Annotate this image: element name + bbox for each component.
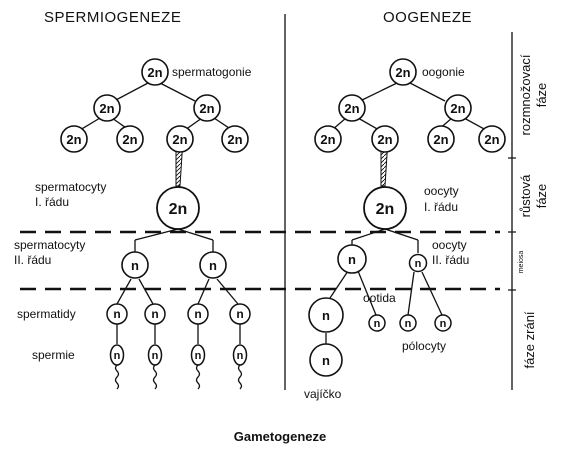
svg-text:2n: 2n <box>66 132 81 147</box>
oo-tree-lines <box>325 82 487 344</box>
svg-text:2n: 2n <box>376 201 395 218</box>
svg-text:n: n <box>131 258 139 273</box>
spermatid-node: n <box>229 303 251 325</box>
ootid-label: ootida <box>363 291 396 305</box>
svg-text:rozmnožovací: rozmnožovací <box>518 54 533 135</box>
svg-text:n: n <box>152 350 159 362</box>
spermatogonium-node: 2n <box>116 125 144 153</box>
svg-text:2n: 2n <box>172 132 187 147</box>
secondary-oocyte-node: n <box>337 244 367 274</box>
svg-text:2n: 2n <box>99 101 114 116</box>
svg-text:2n: 2n <box>199 101 214 116</box>
primary-oocytes-label: oocyty <box>424 184 459 198</box>
spermatogonium-node: 2n <box>221 125 249 153</box>
svg-text:n: n <box>151 307 158 321</box>
oogonium-node: 2n <box>478 125 506 153</box>
svg-text:n: n <box>114 350 121 362</box>
spermiogenesis-header: SPERMIOGENEZE <box>44 9 181 26</box>
svg-text:n: n <box>322 308 330 323</box>
oogonia-label: oogonie <box>422 65 465 79</box>
oogonium-node: 2n <box>314 125 342 153</box>
spermatozoon: n <box>232 344 248 390</box>
primary-spermatocytes-label: spermatocyty <box>35 180 106 194</box>
svg-text:2n: 2n <box>227 132 242 147</box>
growth-phase-label: růstová fáze <box>518 174 549 217</box>
spermatid-node: n <box>187 303 209 325</box>
multiplication-phase-label: rozmnožovací fáze <box>518 54 549 135</box>
svg-text:2n: 2n <box>320 132 335 147</box>
oogenesis-header: OOGENEZE <box>383 9 472 26</box>
svg-text:n: n <box>195 350 202 362</box>
polar-body-node: n <box>368 314 386 332</box>
svg-text:fáze zrání: fáze zrání <box>522 311 537 368</box>
oogonium-node: 2n <box>389 58 417 86</box>
svg-text:n: n <box>374 318 381 330</box>
svg-text:2n: 2n <box>450 101 465 116</box>
svg-text:2n: 2n <box>122 132 137 147</box>
primary-oocyte-node: 2n <box>363 186 407 230</box>
polar-body-node: n <box>399 314 417 332</box>
spermatogonium-node: 2n <box>60 125 88 153</box>
figure-caption: Gametogeneze <box>234 429 326 444</box>
secondary-spermatocytes-order: II. řádu <box>14 253 51 267</box>
polar-bodies-label: pólocyty <box>402 339 446 353</box>
egg-cell-node: n <box>309 343 343 377</box>
spermatogonium-node: 2n <box>93 94 121 122</box>
oogonium-node: 2n <box>371 125 399 153</box>
svg-text:n: n <box>236 307 243 321</box>
secondary-oocytes-order: II. řádu <box>432 253 469 267</box>
svg-text:n: n <box>405 318 412 330</box>
svg-text:meiosa: meiosa <box>518 251 525 274</box>
primary-spermatocytes-order: I. řádu <box>35 195 69 209</box>
spermatid-node: n <box>106 303 128 325</box>
svg-text:2n: 2n <box>147 65 162 80</box>
svg-text:n: n <box>322 353 330 368</box>
oogonium-node: 2n <box>338 94 366 122</box>
egg-cell-label: vajíčko <box>304 387 342 401</box>
spermatozoa-label: spermie <box>32 348 75 362</box>
svg-text:2n: 2n <box>484 132 499 147</box>
svg-text:n: n <box>237 350 244 362</box>
spermatogonium-node: 2n <box>141 58 169 86</box>
svg-text:2n: 2n <box>395 65 410 80</box>
svg-text:2n: 2n <box>377 132 392 147</box>
meiosis-label: meiosa <box>518 251 525 274</box>
secondary-spermatocytes-label: spermatocyty <box>14 238 85 252</box>
spermatogonia-label: spermatogonie <box>172 65 252 79</box>
sperm-tree-lines <box>79 82 241 344</box>
spermatids-label: spermatidy <box>17 307 76 321</box>
spermatozoon: n <box>109 344 125 390</box>
svg-text:n: n <box>415 258 422 270</box>
svg-text:n: n <box>209 258 217 273</box>
spermatozoon: n <box>190 344 206 390</box>
secondary-spermatocyte-node: n <box>199 251 227 279</box>
spermatozoon: n <box>147 344 163 390</box>
polar-body-node: n <box>408 253 428 273</box>
svg-text:fáze: fáze <box>534 184 549 209</box>
secondary-oocytes-label: oocyty <box>432 238 467 252</box>
svg-text:n: n <box>194 307 201 321</box>
svg-text:n: n <box>440 318 447 330</box>
polar-body-node: n <box>434 314 452 332</box>
svg-text:fáze: fáze <box>534 83 549 108</box>
svg-text:n: n <box>113 307 120 321</box>
svg-text:n: n <box>348 252 356 267</box>
svg-text:2n: 2n <box>344 101 359 116</box>
svg-text:2n: 2n <box>433 132 448 147</box>
oogonium-node: 2n <box>444 94 472 122</box>
oogonium-node: 2n <box>427 125 455 153</box>
primary-oocytes-order: I. řádu <box>424 200 458 214</box>
primary-spermatocyte-node: 2n <box>156 186 200 230</box>
spermatogonium-node: 2n <box>166 125 194 153</box>
svg-text:růstová: růstová <box>518 174 533 217</box>
spermatogonium-node: 2n <box>193 94 221 122</box>
maturation-phase-label: fáze zrání <box>522 311 537 368</box>
spermatid-node: n <box>144 303 166 325</box>
secondary-spermatocyte-node: n <box>121 251 149 279</box>
ootid-node: n <box>308 297 344 333</box>
svg-text:2n: 2n <box>169 201 188 218</box>
